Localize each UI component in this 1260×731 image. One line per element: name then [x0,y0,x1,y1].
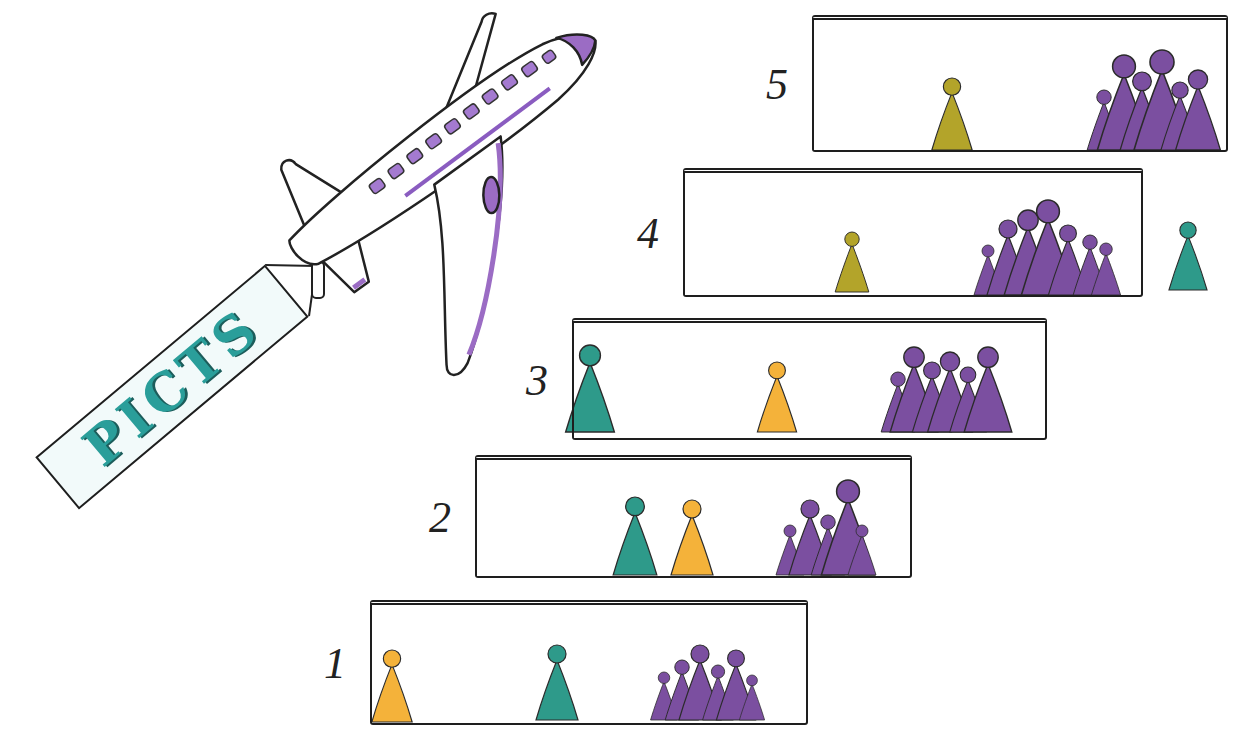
people-group [566,345,1012,432]
person-orange [372,650,412,722]
window [521,60,539,77]
window [406,148,424,165]
person-orange [757,362,796,432]
engine [483,177,500,213]
panel-number: 4 [623,212,673,256]
window [425,133,443,150]
stabilizer-stripe [354,280,365,288]
scene-panel: 5 [812,15,1228,152]
banner-text: PICTS [74,299,269,475]
nose-cone [556,20,602,68]
person-orange [671,500,713,575]
airplane [248,0,707,410]
panel-number: 2 [415,496,465,540]
person-olive [932,78,972,150]
scene-panel: 3 [572,318,1047,440]
tow-banner: PICTS [35,265,309,510]
person-olive [835,232,869,292]
window [462,103,480,120]
scene-panel: 4 [683,168,1143,297]
window [387,162,405,179]
person-purple [964,347,1012,432]
window [481,88,499,105]
person-purple [1091,243,1120,295]
panel-number: 3 [512,359,562,403]
person-purple [1176,70,1221,150]
window [541,49,557,64]
window [444,118,462,135]
main-wing [354,136,599,378]
rope-line [265,265,316,266]
scene-panel: 2 [475,455,912,578]
scene-panel: 1 [370,600,808,725]
rope-clip [312,262,324,298]
window [501,74,519,91]
person-teal [613,497,657,575]
person-teal [1169,222,1207,290]
window [368,177,386,194]
people-group [372,645,765,722]
person-teal [536,645,578,720]
person-purple [848,525,876,575]
panel-number: 5 [752,63,802,107]
person-purple [739,675,764,720]
people-group [835,200,1207,295]
panel-number: 1 [310,642,360,686]
people-group [613,480,876,575]
wing-stripe [378,143,588,355]
people-group [932,50,1221,150]
